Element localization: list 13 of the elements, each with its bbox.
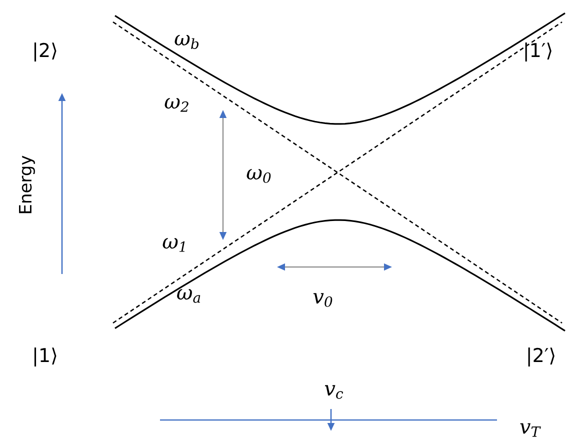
frequency-label: ω$_{a}$ (177, 289, 200, 303)
frequency-label: ω$_{1}$ (162, 238, 185, 252)
state-label: |2⟩ (34, 42, 56, 62)
state-label: |1′⟩ (525, 42, 552, 62)
velocity-label: v$_{T}$ (520, 423, 541, 437)
velocity-label: v$_{c}$ (324, 385, 344, 399)
state-label: |2′⟩ (528, 348, 554, 366)
frequency-label: ω$_{2}$ (164, 98, 188, 112)
axis-label: Energy (19, 156, 35, 214)
frequency-label: ω$_{b}$ (174, 34, 198, 50)
state-label: |1⟩ (34, 348, 56, 366)
frequency-label: ω$_{0}$ (246, 169, 271, 183)
velocity-label: v$_{0}$ (313, 293, 332, 307)
